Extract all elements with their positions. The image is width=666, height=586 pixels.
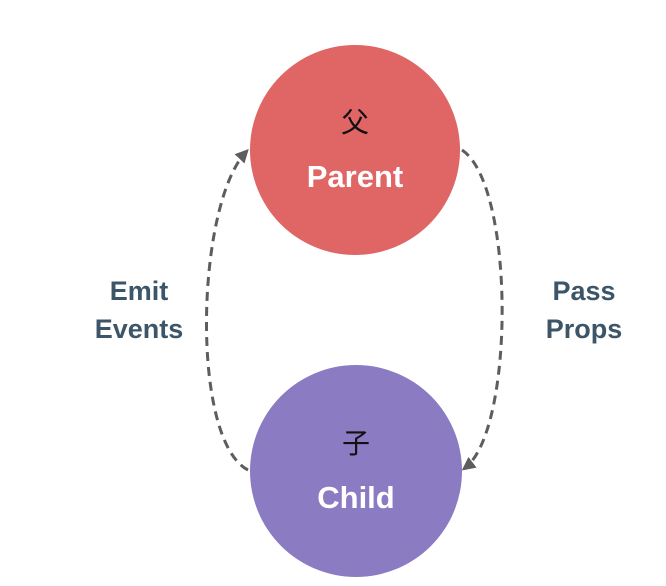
parent-label: Parent <box>306 158 404 194</box>
parent-glyph: 父 <box>340 105 369 139</box>
pass-props-label: Pass Props <box>530 272 638 348</box>
emit-events-label: Emit Events <box>80 272 198 348</box>
child-glyph: 子 <box>341 426 370 460</box>
child-node: 子 Child <box>250 365 462 577</box>
emit-events-arrow <box>205 149 249 472</box>
pass-props-arrow <box>461 148 504 471</box>
pass-props-line2: Props <box>545 314 623 344</box>
emit-events-line2: Events <box>94 314 184 344</box>
child-label: Child <box>317 479 395 515</box>
parent-node: 父 Parent <box>250 45 460 255</box>
emit-events-line1: Emit <box>109 276 169 306</box>
pass-props-line1: Pass <box>552 276 616 306</box>
